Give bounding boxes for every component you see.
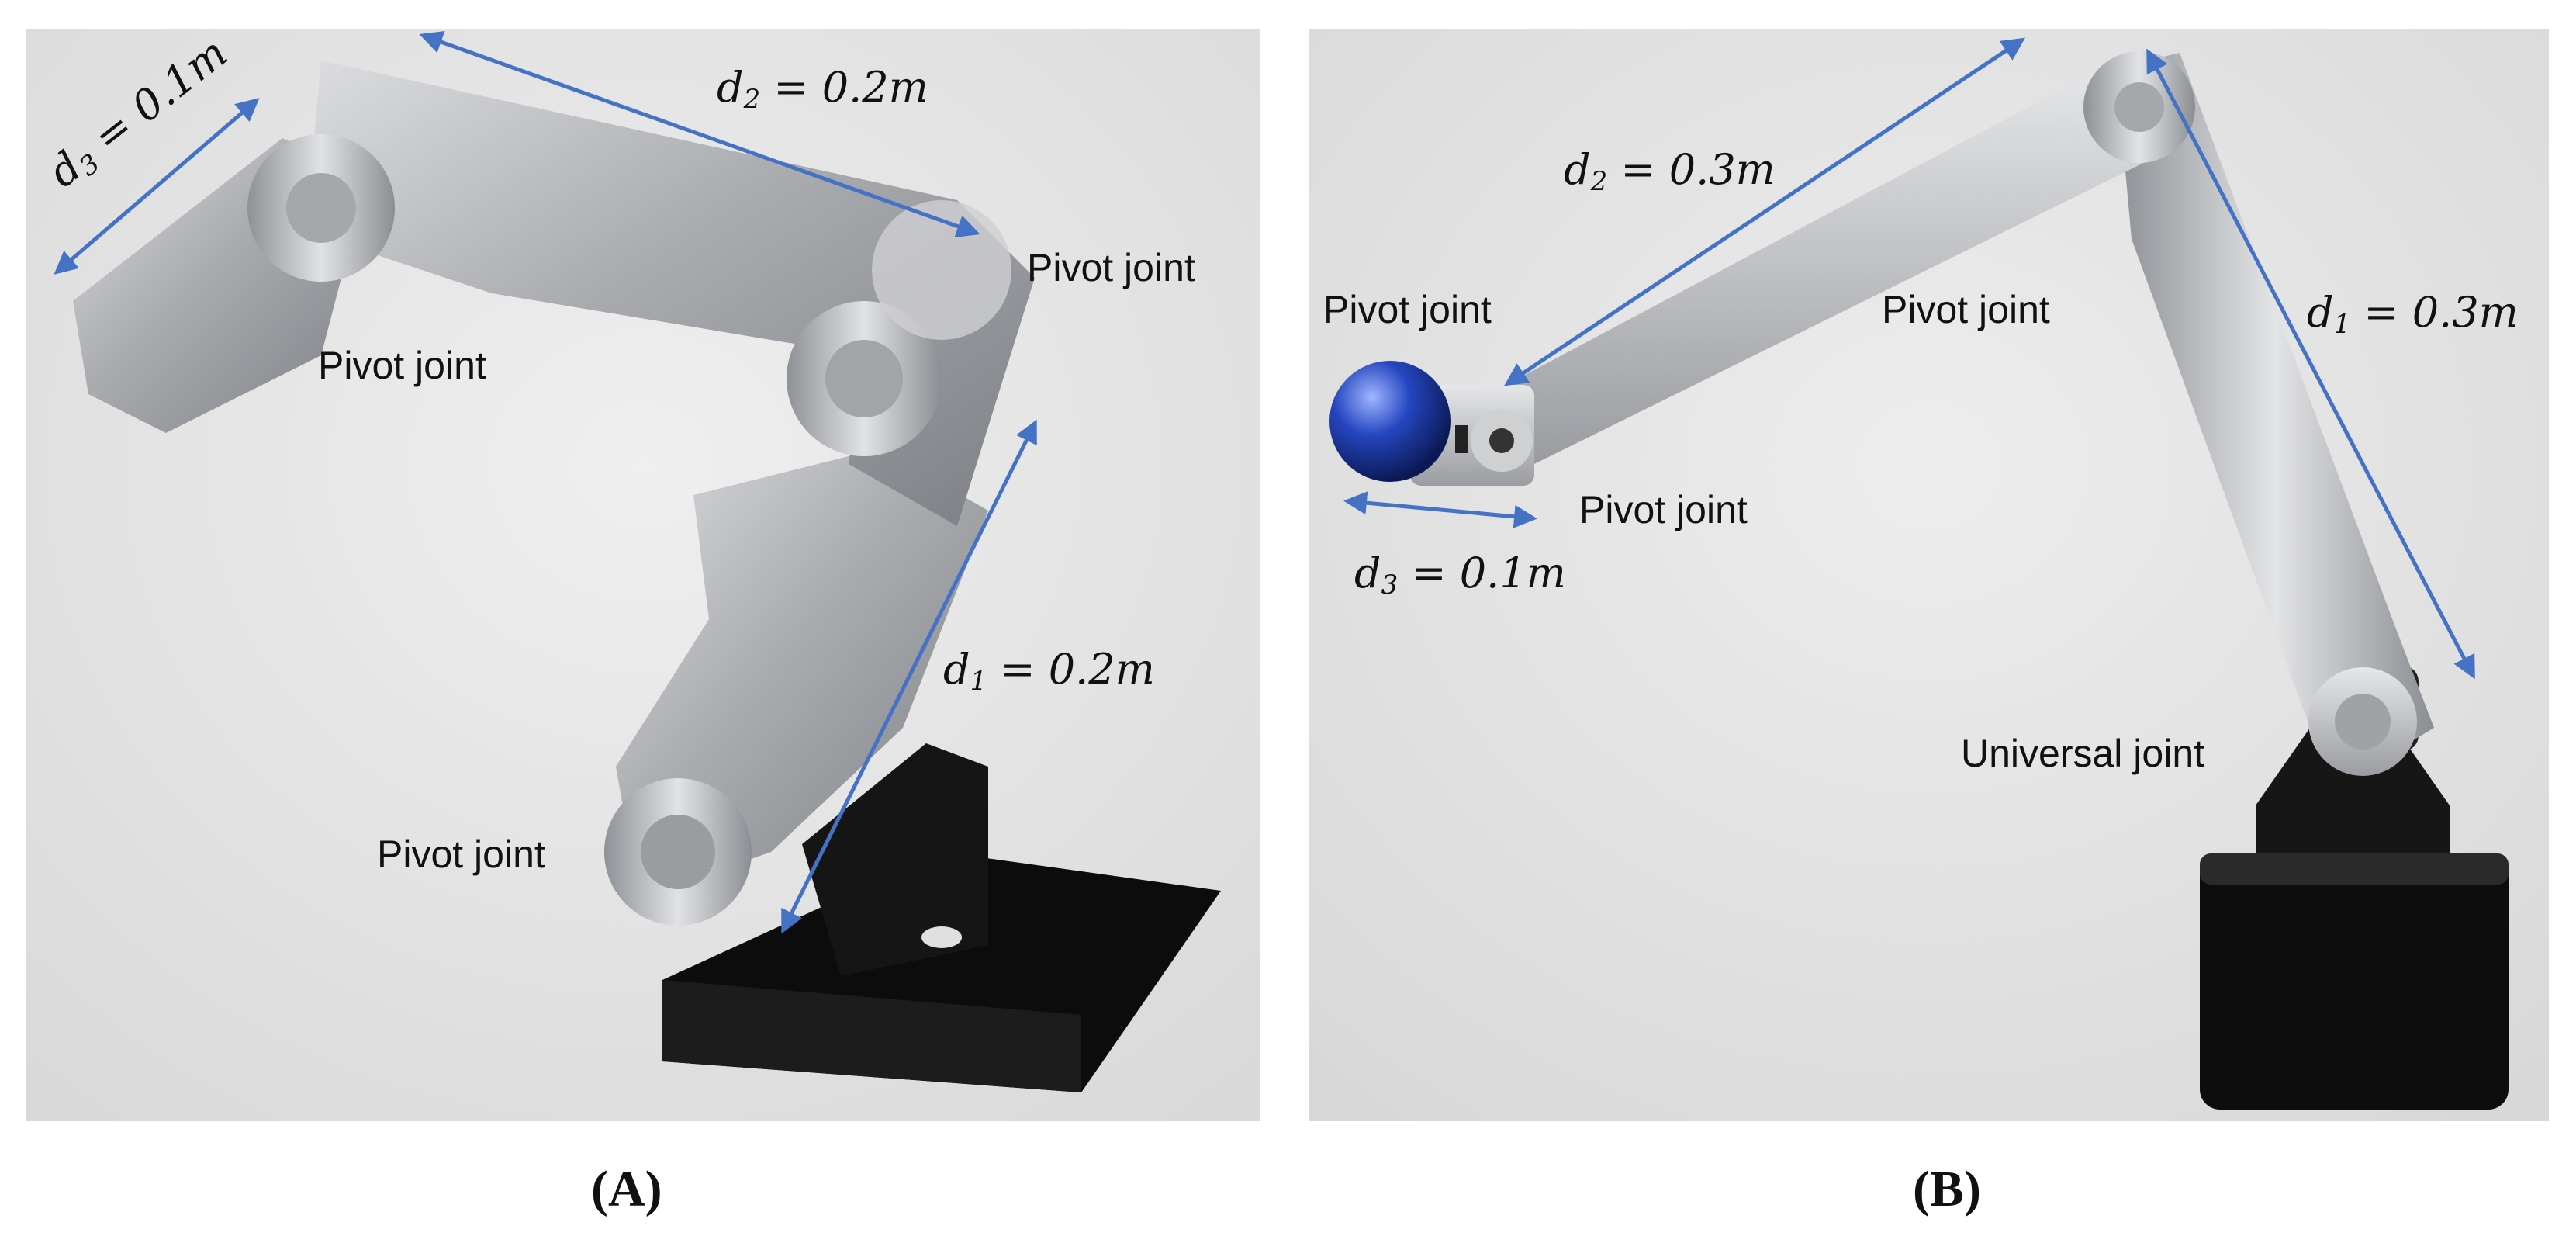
- robot-a-end-link: [73, 134, 395, 433]
- arrow-a-d2: [419, 30, 980, 238]
- label-a-pivot-joint-bottom: Pivot joint: [377, 833, 545, 876]
- sphere-end-effector: [1329, 361, 1451, 482]
- arrow-a-d3: [54, 98, 260, 275]
- arrow-a-d1: [781, 419, 1037, 934]
- label-b-pivot-joint-end: Pivot joint: [1323, 288, 1492, 331]
- label-b-pivot-joint-wrist: Pivot joint: [1579, 488, 1748, 531]
- label-b-universal-joint: Universal joint: [1961, 732, 2205, 775]
- label-b-pivot-joint-elbow: Pivot joint: [1882, 288, 2050, 331]
- label-a-pivot-joint-top-right: Pivot joint: [1027, 246, 1195, 289]
- caption-panel-a: (A): [591, 1161, 662, 1217]
- arrow-b-d3: [1343, 491, 1537, 528]
- arrow-b-d1: [2146, 48, 2475, 680]
- panel-a-illustration: [26, 29, 1260, 1121]
- panel-b-illustration: [1309, 29, 2549, 1121]
- dimension-a-d2: d2 = 0.2m: [717, 63, 928, 115]
- panel-a-render: Pivot joint Pivot joint Pivot joint d1 =…: [26, 29, 1260, 1121]
- arrow-b-d2: [1504, 37, 2025, 386]
- dimension-b-d1: d1 = 0.3m: [2307, 288, 2519, 340]
- label-a-pivot-joint-middle: Pivot joint: [318, 344, 486, 387]
- panel-b-render: Pivot joint Pivot joint Pivot joint Univ…: [1309, 29, 2549, 1121]
- dimension-a-d1: d1 = 0.2m: [943, 645, 1155, 697]
- robot-b-end-effector: [1329, 361, 1534, 486]
- caption-panel-b: (B): [1913, 1161, 1981, 1217]
- dimension-b-d2: d2 = 0.3m: [1564, 145, 1776, 197]
- dimension-b-d3: d3 = 0.1m: [1354, 549, 1566, 601]
